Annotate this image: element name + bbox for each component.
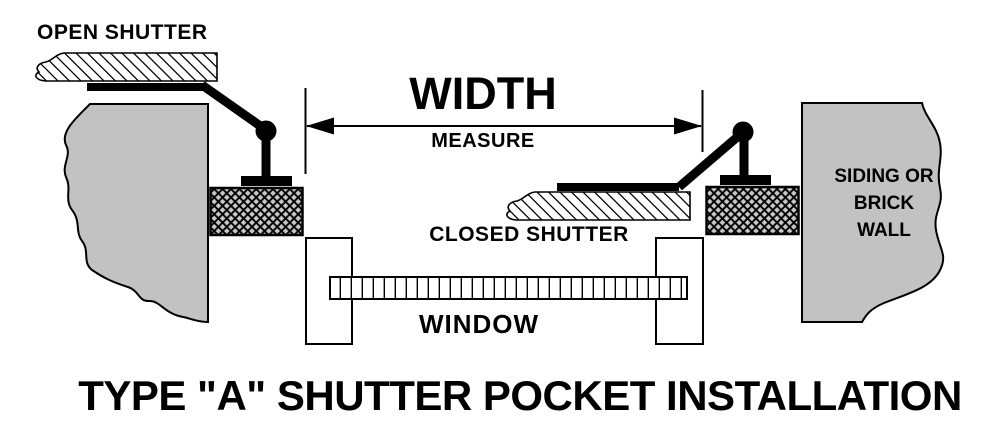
right-wall-shape	[801, 102, 945, 323]
closed-shutter-mount-bar	[557, 183, 679, 191]
right-hinge-plate	[720, 175, 771, 185]
closed-shutter-shape	[506, 191, 691, 221]
open-shutter-mount-bar	[87, 83, 207, 91]
measure-label: MEASURE	[431, 130, 535, 152]
left-hinge-arm	[199, 81, 269, 134]
siding-label-line3: WALL	[857, 220, 911, 241]
closed-shutter-label: CLOSED SHUTTER	[429, 223, 629, 246]
siding-label-line2: BRICK	[853, 193, 915, 214]
right-pocket-block	[705, 185, 800, 236]
left-wall-shape	[63, 103, 209, 324]
left-pocket-block	[209, 186, 304, 237]
width-dimension	[304, 88, 704, 174]
diagram-title: TYPE "A" SHUTTER POCKET INSTALLATION	[78, 372, 962, 419]
siding-label-line1: SIDING OR	[834, 166, 934, 187]
width-label: WIDTH	[409, 68, 557, 119]
right-hinge-arm	[676, 129, 745, 191]
left-hinge-plate	[241, 176, 292, 186]
window-label: WINDOW	[418, 309, 540, 339]
window-sash	[329, 276, 688, 300]
left-hinge	[199, 81, 292, 186]
dimension-arrowhead-right-icon	[674, 117, 702, 135]
open-shutter-shape	[35, 52, 218, 82]
open-shutter-label: OPEN SHUTTER	[37, 21, 208, 44]
dimension-arrowhead-left-icon	[306, 117, 334, 135]
right-hinge	[676, 121, 771, 191]
siding-or-brick-wall-label: SIDING OR BRICK WALL	[809, 163, 959, 244]
left-hinge-pivot	[255, 120, 277, 142]
right-hinge-pivot	[732, 121, 754, 143]
